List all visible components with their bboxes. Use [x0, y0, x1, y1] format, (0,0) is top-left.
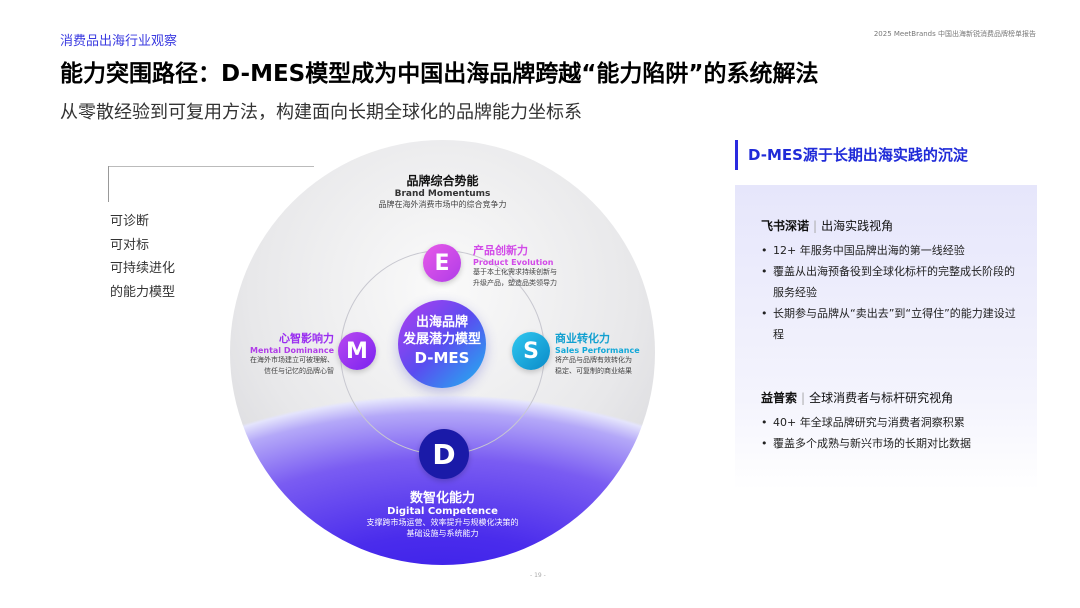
list-item: 覆盖从出海预备役到全球化标杆的完整成长阶段的服务经验 — [761, 261, 1021, 303]
m-desc: 信任与记忆的品牌心智 — [264, 367, 334, 375]
node-e: E — [423, 244, 461, 282]
outer-label: 品牌综合势能 Brand Momentums 品牌在海外消费市场中的综合竞争力 — [330, 172, 555, 210]
panel-title: D-MES源于长期出海实践的沉淀 — [735, 140, 1037, 170]
e-cn: 产品创新力 — [473, 244, 528, 257]
group-feishu: 飞书深诺|出海实践视角 12+ 年服务中国品牌出海的第一线经验 覆盖从出海预备役… — [761, 217, 1021, 345]
outer-cn: 品牌综合势能 — [406, 174, 479, 188]
center-line: 出海品牌 — [415, 315, 468, 330]
group-role: 出海实践视角 — [821, 219, 894, 233]
divider — [108, 166, 314, 167]
page-title: 能力突围路径：D-MES模型成为中国出海品牌跨越“能力陷阱”的系统解法 — [60, 61, 819, 87]
group-ipsos: 益普索|全球消费者与标杆研究视角 40+ 年全球品牌研究与消费者洞察积累 覆盖多… — [761, 389, 1021, 454]
m-en: Mental Dominance — [249, 346, 334, 355]
m-label: 心智影响力 Mental Dominance 在海外市场建立可被理解、 信任与记… — [232, 330, 334, 377]
s-label: 商业转化力 Sales Performance 将产品与品牌有效转化为 稳定、可… — [555, 330, 640, 377]
section-label: 消费品出海行业观察 — [60, 34, 178, 49]
d-desc: 基础设施与系统能力 — [406, 529, 479, 538]
e-label: 产品创新力 Product Evolution 基于本土化需求持续创新与 升级产… — [473, 242, 557, 289]
s-desc: 将产品与品牌有效转化为 — [555, 356, 632, 364]
node-m: M — [338, 332, 376, 370]
feature-list: 可诊断 可对标 可持续进化 的能力模型 — [110, 210, 175, 304]
group-role: 全球消费者与标杆研究视角 — [809, 391, 954, 405]
s-cn: 商业转化力 — [555, 332, 610, 345]
node-s: S — [512, 332, 550, 370]
m-cn: 心智影响力 — [279, 332, 334, 345]
list-item: 12+ 年服务中国品牌出海的第一线经验 — [761, 240, 1021, 261]
d-en: Digital Competence — [387, 506, 498, 517]
outer-en: Brand Momentums — [394, 189, 491, 199]
feature: 可诊断 — [110, 214, 150, 229]
group-name: 飞书深诺 — [761, 219, 810, 233]
list-item: 长期参与品牌从“卖出去”到“立得住”的能力建设过程 — [761, 303, 1021, 345]
feature: 可持续进化 — [110, 261, 176, 276]
outer-desc: 品牌在海外消费市场中的综合竞争力 — [378, 200, 507, 209]
d-cn: 数智化能力 — [409, 491, 475, 506]
node-d: D — [419, 429, 469, 479]
feature: 的能力模型 — [110, 284, 176, 300]
list-item: 覆盖多个成熟与新兴市场的长期对比数据 — [761, 433, 1021, 454]
m-desc: 在海外市场建立可被理解、 — [250, 356, 334, 364]
center-line: 发展潜力模型 — [402, 332, 481, 347]
e-desc: 升级产品，塑造品类领导力 — [473, 279, 557, 287]
group-name: 益普索 — [761, 391, 798, 405]
e-desc: 基于本土化需求持续创新与 — [473, 268, 557, 276]
feature: 可对标 — [110, 237, 150, 253]
s-en: Sales Performance — [555, 346, 640, 355]
e-en: Product Evolution — [473, 258, 554, 267]
page-subtitle: 从零散经验到可复用方法，构建面向长期全球化的品牌能力坐标系 — [60, 102, 582, 123]
bracket-line — [108, 166, 314, 202]
d-label: 数智化能力 Digital Competence 支撑跨市场运营、效率提升与规模… — [340, 487, 545, 539]
center-line: D-MES — [414, 349, 470, 367]
report-name: 2025 MeetBrands 中国出海新锐消费品牌榜单报告 — [873, 30, 1036, 38]
s-desc: 稳定、可复制的商业结果 — [555, 367, 632, 375]
center-model: 出海品牌 发展潜力模型 D-MES — [398, 300, 486, 388]
d-desc: 支撑跨市场运营、效率提升与规模化决策的 — [366, 518, 519, 527]
list-item: 40+ 年全球品牌研究与消费者洞察积累 — [761, 412, 1021, 433]
page-number: - 19 - — [530, 572, 546, 579]
source-panel: 飞书深诺|出海实践视角 12+ 年服务中国品牌出海的第一线经验 覆盖从出海预备役… — [735, 185, 1037, 490]
